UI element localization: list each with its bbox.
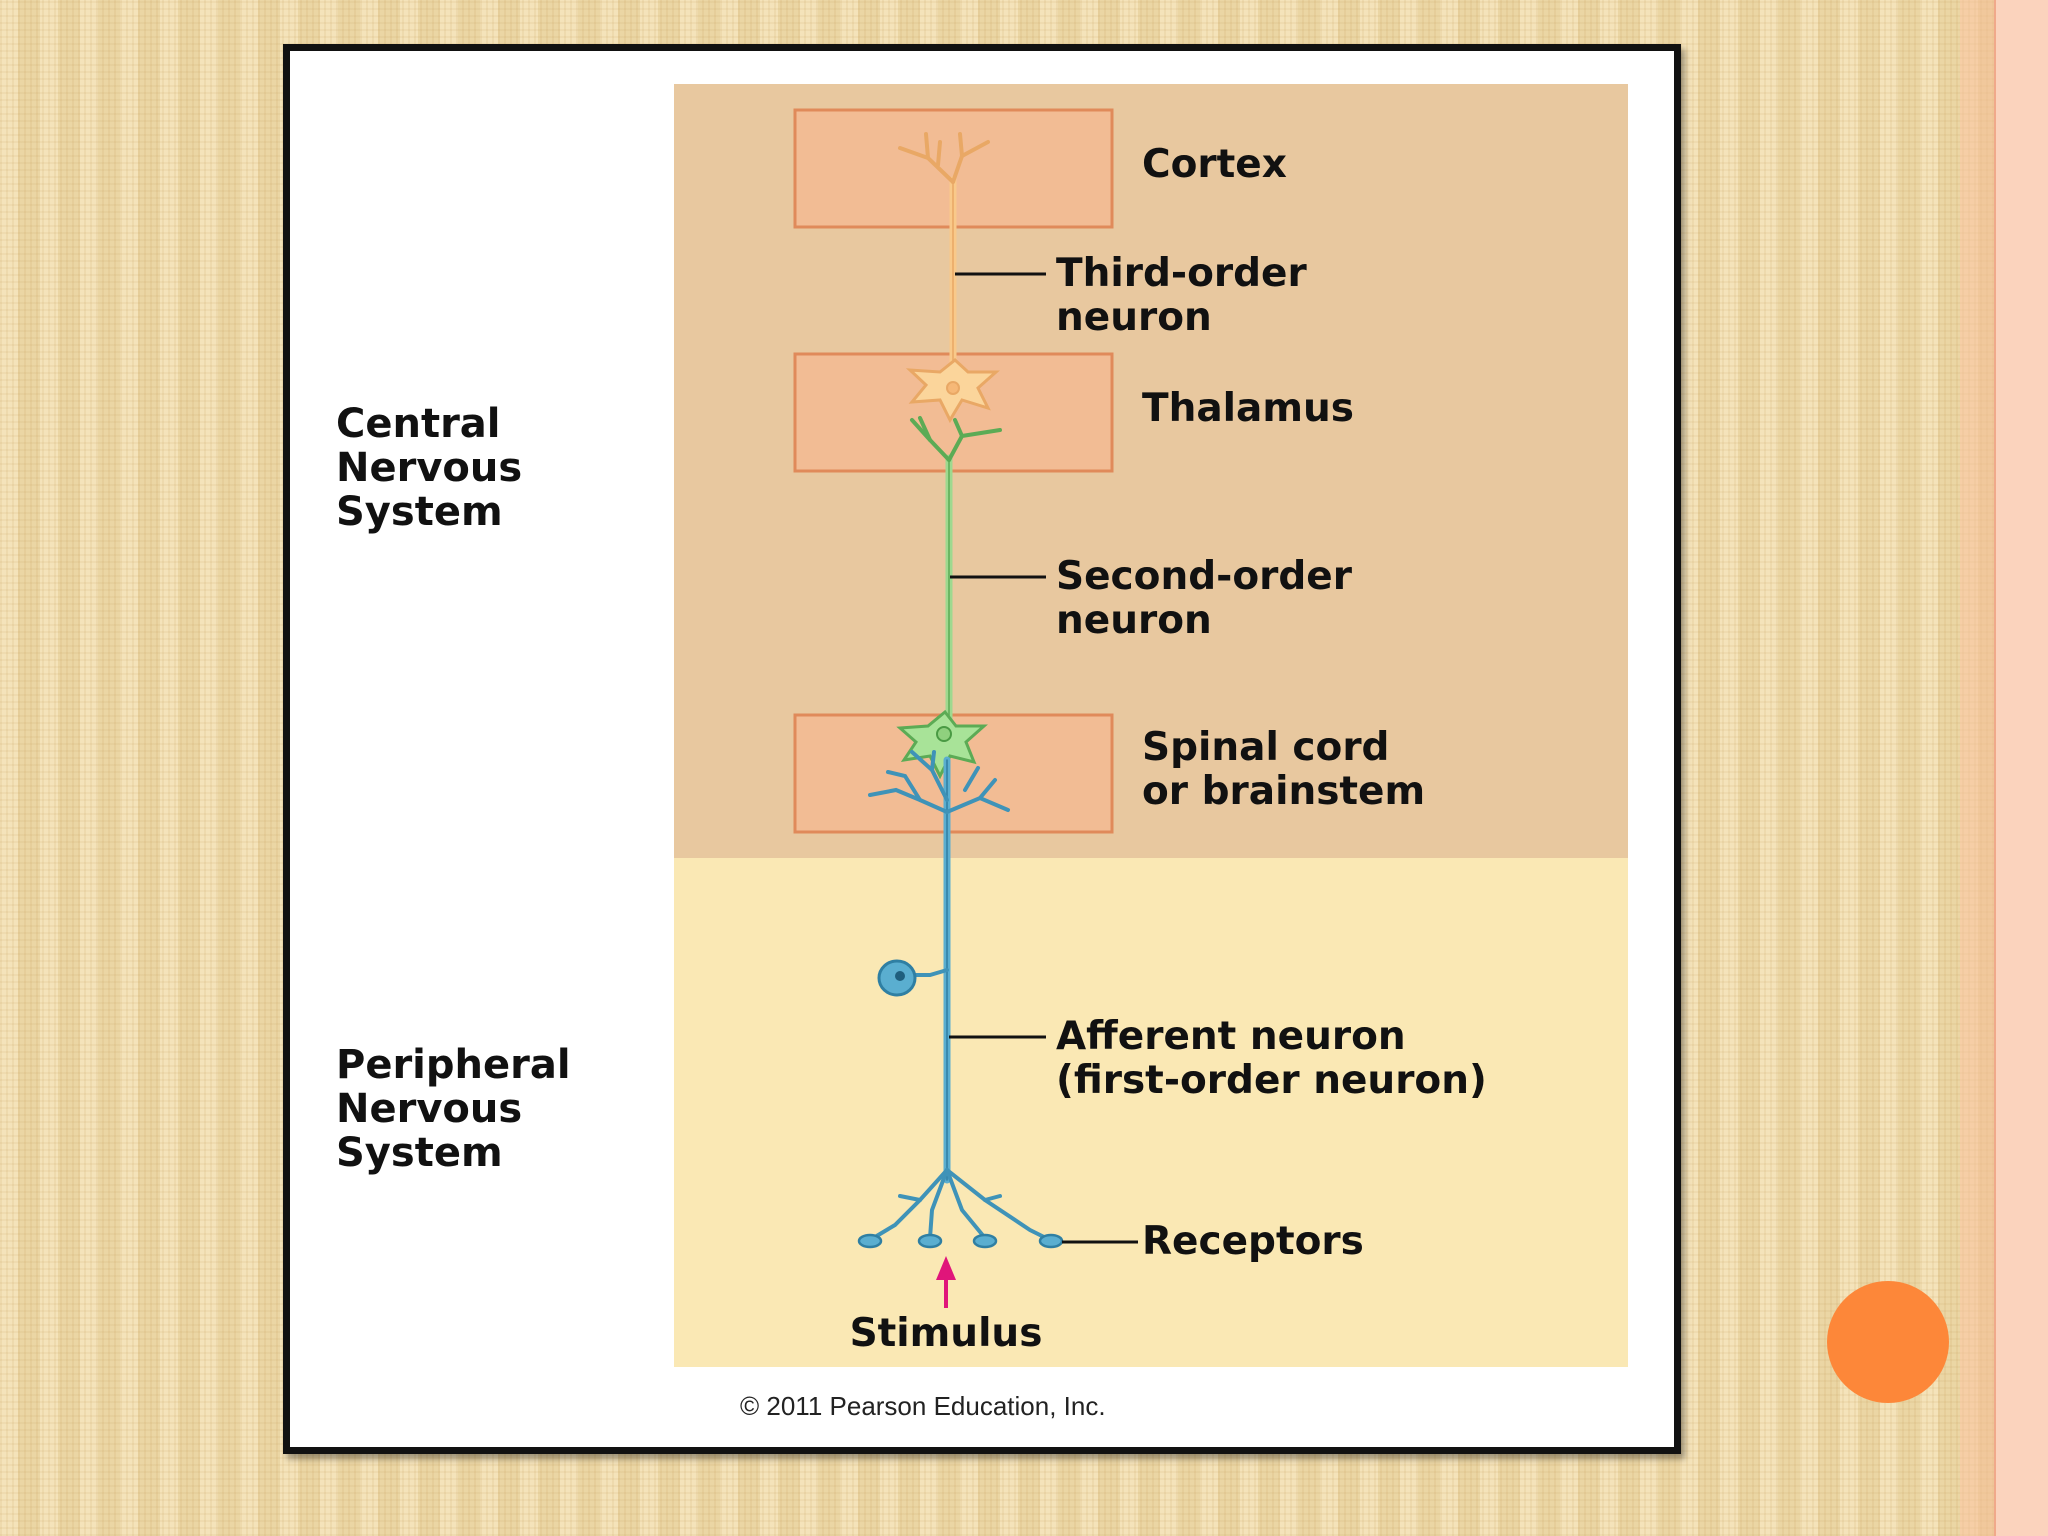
stimulus-arrow	[936, 1256, 956, 1308]
cortex-label: Cortex	[1142, 142, 1287, 187]
slide-edge-stripe	[1960, 0, 1994, 1536]
receptors-label: Receptors	[1142, 1219, 1364, 1264]
stimulus-label: Stimulus	[850, 1311, 1043, 1356]
afferent-neuron	[868, 750, 1052, 1242]
third-order-neuron-label: Third-order neuron	[1056, 251, 1320, 340]
cns-label: Central Nervous System	[336, 401, 536, 535]
leader-lines	[949, 272, 1138, 1244]
afferent-nucleus	[895, 971, 905, 981]
slide-edge-band	[1996, 0, 2048, 1536]
pns-label: Peripheral Nervous System	[336, 1042, 585, 1176]
second-order-neuron	[910, 416, 1002, 739]
third-order-neuron	[898, 132, 990, 389]
afferent-neuron-label: Afferent neuron (first-order neuron)	[1056, 1014, 1487, 1103]
decorative-orange-circle	[1827, 1281, 1949, 1403]
pns-region	[674, 858, 1628, 1367]
spinal-cell-body	[896, 709, 988, 780]
thalamus-label: Thalamus	[1142, 386, 1354, 431]
copyright-text: © 2011 Pearson Education, Inc.	[740, 1391, 1106, 1421]
spinal-nucleus	[936, 726, 952, 742]
second-order-neuron-label: Second-order neuron	[1056, 554, 1366, 643]
thalamus-nucleus	[946, 381, 960, 395]
receptor-endings	[857, 1233, 1064, 1249]
slide-edge-line	[1994, 0, 1996, 1536]
spinal-cord-label: Spinal cord or brainstem	[1142, 725, 1425, 814]
